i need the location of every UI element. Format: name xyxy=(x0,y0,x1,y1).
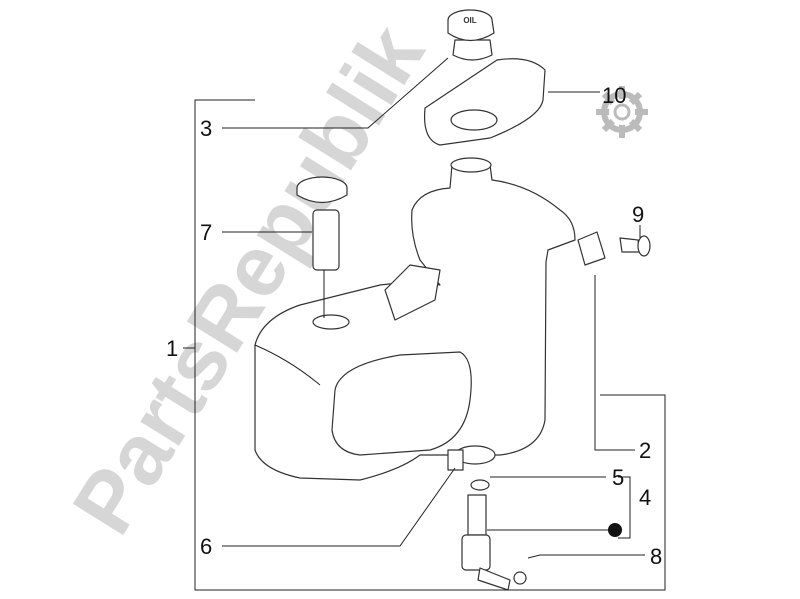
screw xyxy=(577,231,651,266)
callout-2[interactable]: 2 xyxy=(639,438,651,463)
filter-assembly xyxy=(447,445,622,591)
oil-tank xyxy=(254,157,576,481)
callout-9[interactable]: 9 xyxy=(632,202,644,227)
dot-marker xyxy=(608,523,622,537)
oil-cap: OIL xyxy=(447,9,495,61)
callout-4[interactable]: 4 xyxy=(639,485,651,510)
callout-5[interactable]: 5 xyxy=(612,465,624,490)
callout-3[interactable]: 3 xyxy=(200,116,212,141)
callout-10[interactable]: 10 xyxy=(602,83,626,108)
callout-6[interactable]: 6 xyxy=(200,534,212,559)
dipstick xyxy=(296,176,348,318)
callout-7[interactable]: 7 xyxy=(200,220,212,245)
leader-lines xyxy=(183,57,666,591)
tray xyxy=(423,58,546,146)
callout-8[interactable]: 8 xyxy=(650,544,662,569)
gear-icon xyxy=(596,86,648,138)
cap-label: OIL xyxy=(463,16,476,25)
callout-1[interactable]: 1 xyxy=(166,336,178,361)
